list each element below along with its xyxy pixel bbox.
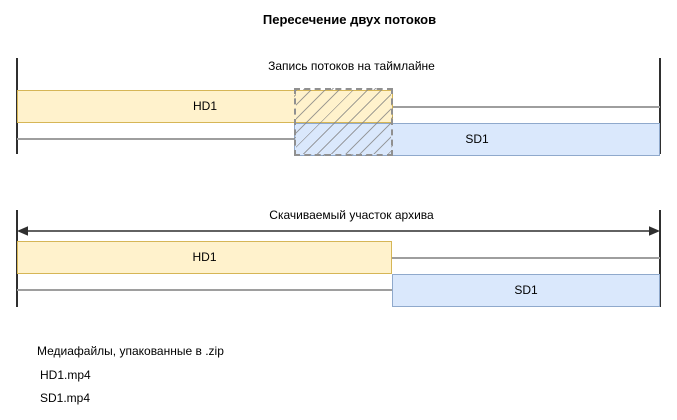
download-sd1-bar: SD1	[392, 274, 660, 307]
recording-hd1-label: HD1	[192, 99, 217, 113]
zip-caption: Медиафайлы, упакованные в .zip	[37, 344, 224, 358]
recording-hd1-timeline-line	[393, 106, 660, 108]
zip-file-hd1: HD1.mp4	[40, 368, 91, 382]
download-caption: Скачиваемый участок архива	[269, 208, 434, 222]
recording-sd1-label: SD1	[465, 132, 489, 146]
download-range-arrow	[17, 226, 660, 236]
download-hd1-timeline-line	[392, 257, 660, 259]
recording-caption: Запись потоков на таймлайне	[268, 59, 435, 73]
streams-overlap-hatch	[294, 88, 393, 156]
arrow-head-left-icon	[17, 226, 28, 236]
arrow-head-right-icon	[649, 226, 660, 236]
zip-file-sd1: SD1.mp4	[40, 391, 91, 405]
download-timeline-end-tick	[659, 210, 661, 307]
download-sd1-timeline-line	[17, 289, 392, 291]
recording-sd1-timeline-line	[17, 138, 295, 140]
download-hd1-label: HD1	[192, 250, 217, 264]
download-hd1-bar: HD1	[17, 241, 392, 274]
page-title: Пересечение двух потоков	[262, 12, 437, 27]
download-sd1-label: SD1	[514, 283, 538, 297]
recording-timeline-end-tick	[659, 58, 661, 154]
